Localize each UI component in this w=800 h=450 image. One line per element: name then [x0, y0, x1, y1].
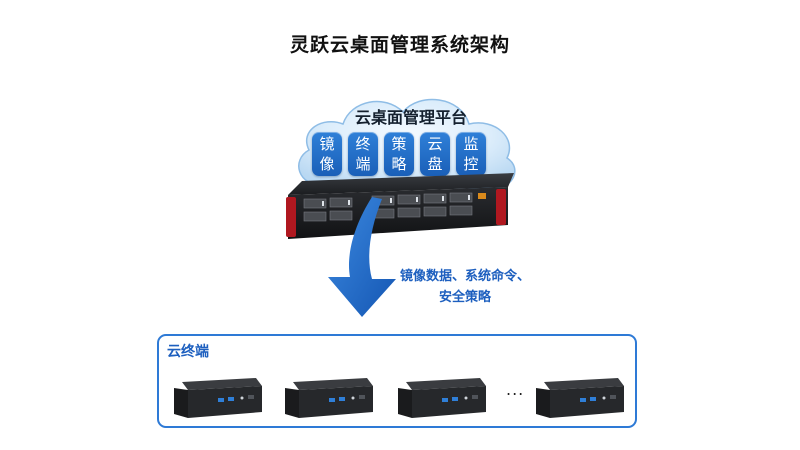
- module-cloud-disk: 云 盘: [420, 132, 450, 176]
- more-terminals-ellipsis: ...: [506, 380, 525, 399]
- flow-label: 镜像数据、系统命令、 安全策略: [390, 266, 540, 308]
- platform-title: 云桌面管理平台: [354, 108, 467, 127]
- module-cloud-disk-char1: 云: [427, 135, 443, 153]
- module-image-char1: 镜: [319, 135, 335, 153]
- cloud-terminal-label: 云终端: [167, 344, 209, 360]
- curved-down-arrow-icon: [328, 197, 396, 317]
- mini-pc-icon: [174, 378, 262, 418]
- module-terminal-char1: 终: [355, 135, 371, 153]
- module-terminal-char2: 端: [355, 155, 371, 173]
- module-monitor-char2: 控: [463, 155, 479, 173]
- module-policy-char2: 略: [391, 155, 407, 173]
- platform-modules: 镜 像 终 端 策 略 云 盘 监 控: [312, 132, 486, 176]
- module-terminal: 终 端: [348, 132, 378, 176]
- mini-pc-icon: [536, 378, 624, 418]
- flow-label-line2: 安全策略: [438, 290, 491, 305]
- module-image: 镜 像: [312, 132, 342, 176]
- cloud-terminal-group: 云终端: [157, 334, 637, 428]
- module-monitor: 监 控: [456, 132, 486, 176]
- mini-pc-icon: [398, 378, 486, 418]
- module-cloud-disk-char2: 盘: [427, 155, 443, 173]
- module-policy-char1: 策: [391, 135, 407, 153]
- module-image-char2: 像: [319, 155, 335, 173]
- mini-pc-icon: [285, 378, 373, 418]
- module-policy: 策 略: [384, 132, 414, 176]
- module-monitor-char1: 监: [463, 135, 479, 153]
- flow-label-line1: 镜像数据、系统命令、: [399, 269, 530, 284]
- diagram-title: 灵跃云桌面管理系统架构: [289, 34, 510, 56]
